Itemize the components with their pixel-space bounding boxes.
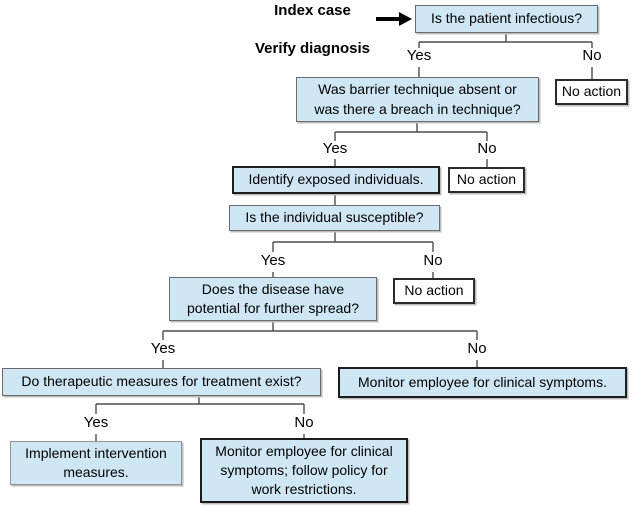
branch-label-yes-4: Yes xyxy=(150,340,176,357)
no-action-box-bottom: No action xyxy=(393,278,475,304)
index-case-annotation: Index case Verify diagnosis xyxy=(240,2,385,58)
branch-label-yes-5: Yes xyxy=(83,414,109,431)
annotation-line1: Index case xyxy=(274,2,351,19)
decision-box-barrier-technique: Was barrier technique absent or was ther… xyxy=(296,77,539,122)
branch-label-no-3: No xyxy=(423,252,443,269)
branch-label-yes-3: Yes xyxy=(260,252,286,269)
right-arrow-head-icon xyxy=(399,12,412,26)
branch-label-yes-1: Yes xyxy=(406,47,432,64)
annotation-line2: Verify diagnosis xyxy=(254,39,371,57)
decision-box-therapeutic-measures: Do therapeutic measures for treatment ex… xyxy=(2,368,321,396)
decision-box-patient-infectious: Is the patient infectious? xyxy=(415,5,598,33)
decision-box-individual-susceptible: Is the individual susceptible? xyxy=(229,205,440,231)
action-box-identify-exposed: Identify exposed individuals. xyxy=(232,166,440,194)
no-action-box-middle: No action xyxy=(448,167,525,193)
action-box-monitor-follow-policy: Monitor employee for clinical symptoms; … xyxy=(200,438,408,503)
branch-label-yes-2: Yes xyxy=(322,140,348,157)
branch-label-no-5: No xyxy=(294,414,314,431)
decision-box-further-spread: Does the disease have potential for furt… xyxy=(169,277,377,321)
action-box-implement-intervention: Implement intervention measures. xyxy=(10,441,182,485)
branch-label-no-1: No xyxy=(582,47,602,64)
right-arrow-icon xyxy=(376,17,400,21)
action-box-monitor-symptoms: Monitor employee for clinical symptoms. xyxy=(338,367,627,398)
branch-label-no-4: No xyxy=(467,340,487,357)
branch-label-no-2: No xyxy=(477,140,497,157)
no-action-box-top: No action xyxy=(555,79,628,105)
